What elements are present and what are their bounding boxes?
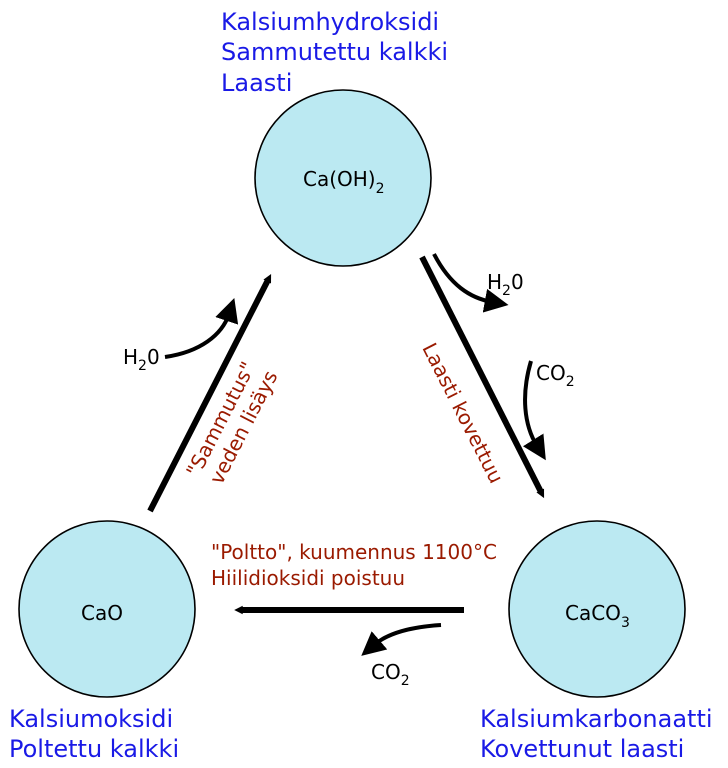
label-water-out: H20 — [487, 270, 524, 299]
formula-cc-sub: 3 — [621, 615, 630, 631]
left-node-names: Kalsiumoksidi Poltettu kalkki — [9, 705, 181, 763]
water-in-tail: 0 — [147, 345, 160, 369]
right-name-2: Kovettunut laasti — [480, 735, 684, 763]
process-burning-label: "Poltto", kuumennus 1100°C Hiilidioksidi… — [211, 540, 503, 590]
formula-co-main: CaO — [81, 601, 123, 625]
water-out-main: H — [487, 270, 502, 294]
co2-out-sub: 2 — [401, 673, 410, 689]
right-name-1: Kalsiumkarbonaatti — [480, 705, 713, 733]
hardening-line-1: Laasti kovettuu — [417, 339, 508, 487]
left-name-2: Poltettu kalkki — [9, 735, 179, 763]
label-co2-in: CO2 — [536, 361, 575, 390]
top-name-2: Sammutettu kalkki — [221, 38, 448, 66]
node-calcium-carbonate — [508, 520, 686, 698]
water-out-sub: 2 — [502, 283, 511, 299]
arrow-co2-in — [523, 360, 546, 461]
formula-cc-main: CaCO — [565, 601, 621, 625]
arrow-water-out — [432, 253, 509, 313]
process-hardening-label: Laasti kovettuu — [417, 339, 508, 487]
water-in-sub: 2 — [138, 358, 147, 374]
label-water-in: H20 — [123, 345, 160, 374]
formula-calcium-carbonate: CaCO3 — [565, 601, 630, 631]
node-calcium-oxide — [18, 520, 196, 698]
formula-calcium-hydroxide: Ca(OH)2 — [303, 167, 385, 197]
arrow-hardening — [419, 255, 545, 499]
right-node-names: Kalsiumkarbonaatti Kovettunut laasti — [480, 705, 720, 763]
arrow-co2-out — [361, 623, 442, 656]
top-name-1: Kalsiumhydroksidi — [221, 8, 439, 36]
top-node-names: Kalsiumhydroksidi Sammutettu kalkki Laas… — [221, 8, 456, 97]
label-co2-out: CO2 — [371, 660, 410, 689]
water-in-main: H — [123, 345, 138, 369]
co2-in-main: CO — [536, 361, 566, 385]
formula-calcium-oxide: CaO — [81, 601, 123, 625]
formula-ch-main: Ca(OH) — [303, 167, 376, 191]
burning-line-2: Hiilidioksidi poistuu — [211, 566, 405, 590]
left-name-1: Kalsiumoksidi — [9, 705, 173, 733]
arrow-slaking — [147, 273, 272, 513]
top-name-3: Laasti — [221, 69, 292, 97]
co2-out-main: CO — [371, 660, 401, 684]
burning-line-1: "Poltto", kuumennus 1100°C — [211, 540, 497, 564]
co2-in-sub: 2 — [566, 374, 575, 390]
arrow-water-in — [164, 298, 239, 359]
formula-ch-sub: 2 — [376, 181, 385, 197]
node-calcium-hydroxide — [254, 89, 432, 267]
water-out-tail: 0 — [511, 270, 524, 294]
